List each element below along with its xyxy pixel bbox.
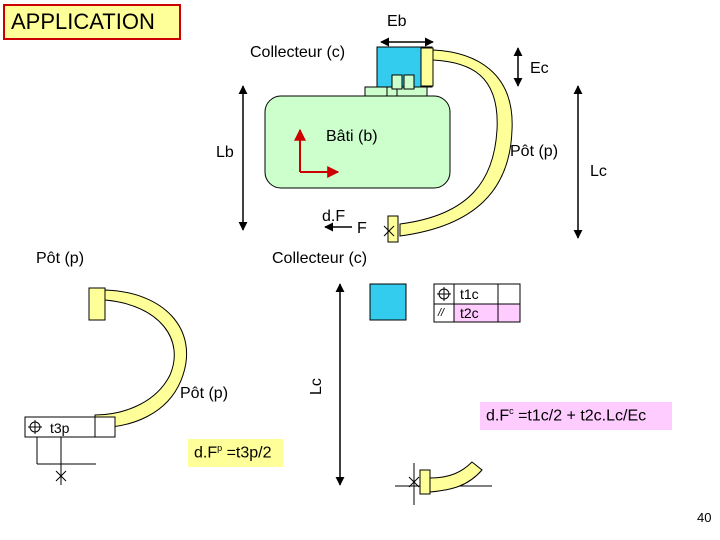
pot-top-arm: [399, 49, 513, 237]
label-bati: Bâti (b): [326, 128, 378, 145]
label-pot-bottom: Pôt (p): [180, 385, 229, 402]
label-f: F: [357, 220, 367, 237]
dfc-formula-prefix: d.F: [486, 407, 510, 425]
parallelism-symbol: //: [438, 307, 445, 319]
collector-top-inner-a: [391, 74, 403, 90]
label-pot-top: Pôt (p): [510, 143, 559, 160]
pot-bottom-end-block: [419, 469, 431, 495]
dfp-formula-box: [188, 439, 283, 467]
pot-left-cross: [55, 470, 67, 482]
label-ec: Ec: [530, 60, 549, 77]
pot-left-arm: [94, 289, 188, 429]
title-text: APPLICATION: [11, 9, 155, 34]
label-collecteur-mid: Collecteur (c): [272, 250, 368, 267]
page-number: 40: [697, 510, 712, 525]
dfp-formula-rest: =t3p/2: [222, 444, 272, 462]
position-icon-t3p: [28, 420, 42, 434]
dfc-formula-rest: =t1c/2 + t2c.Lc/Ec: [513, 407, 647, 425]
pot-bottom-cross: [408, 476, 420, 488]
label-t3p: t3p: [50, 420, 70, 436]
collector-top-tab-left: [364, 86, 388, 97]
collector-top-inner-b: [403, 74, 415, 90]
label-t1c: t1c: [460, 286, 479, 302]
title-box: APPLICATION: [3, 4, 181, 40]
dfc-formula-sup: c: [509, 406, 514, 416]
label-lb: Lb: [216, 144, 234, 161]
dfp-formula: d.Fp =t3p/2: [194, 443, 272, 462]
t1c-cell-datum: [497, 283, 521, 305]
label-collecteur-top: Collecteur (c): [250, 44, 346, 61]
pot-bottom-arm: [429, 461, 483, 493]
collector-mid-block: [369, 283, 407, 321]
position-icon-t1c: [437, 287, 451, 301]
dfp-formula-prefix: d.F: [194, 444, 218, 462]
pot-top-cross: [383, 225, 395, 237]
dfc-formula-box: [480, 402, 672, 430]
label-eb: Eb: [387, 13, 407, 30]
label-lc-bottom: Lc: [308, 378, 325, 395]
t3p-cell-extra: [94, 416, 116, 438]
label-t2c: t2c: [460, 305, 479, 321]
label-pot-left: Pôt (p): [36, 250, 85, 267]
pot-top-end-block: [387, 215, 399, 243]
t2c-cell-datum: [497, 303, 521, 323]
pot-left-top-block: [88, 287, 106, 321]
dfc-formula: d.Fc =t1c/2 + t2c.Lc/Ec: [486, 406, 646, 425]
label-df: d.F: [322, 208, 346, 225]
dfp-formula-sup: p: [217, 443, 223, 453]
pot-top-clamp: [420, 47, 434, 87]
label-lc-top: Lc: [590, 163, 607, 180]
bati-body: [264, 95, 451, 189]
